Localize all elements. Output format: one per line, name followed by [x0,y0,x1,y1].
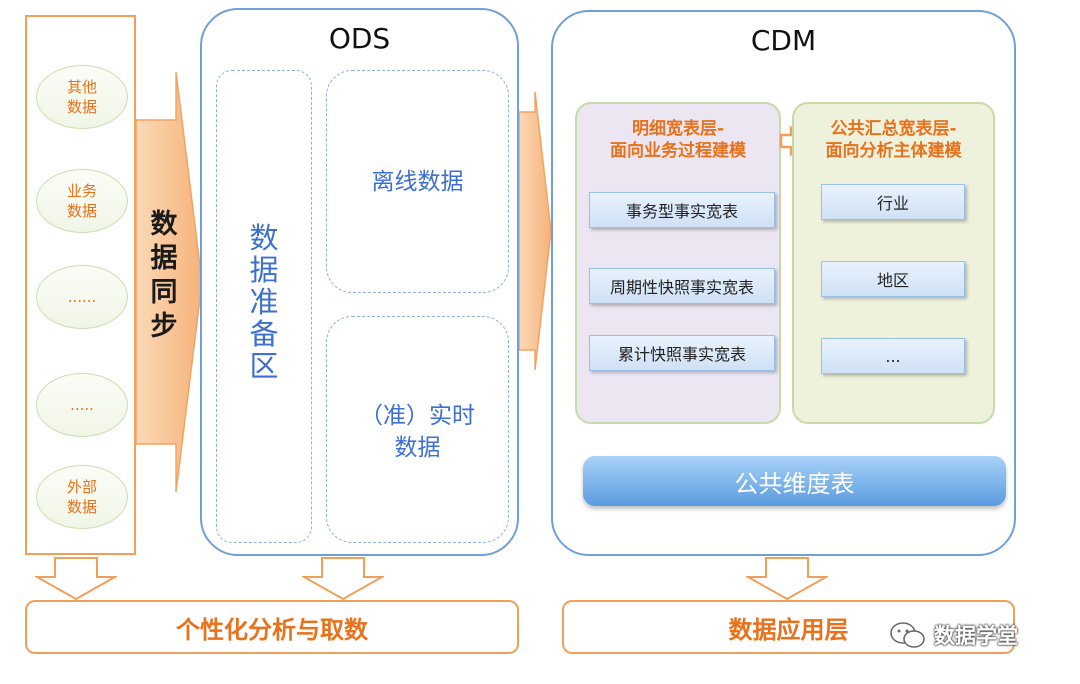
data-application-layer-box: 数据应用层 [562,600,1015,654]
detail-layer-title: 明细宽表层- 面向业务过程建模 [610,119,746,161]
sync-arrow-icon [135,72,203,492]
accumulating-snapshot-fact-table: 累计快照事实宽表 [589,335,775,371]
down-arrow-icon [746,557,828,601]
wechat-icon [890,622,925,648]
source-placeholder-1: ...... [36,265,128,329]
ods-to-cdm-arrow-icon [519,92,552,370]
source-other-data: 其他 数据 [36,65,128,129]
data-prep-zone [216,70,312,543]
industry-table: 行业 [821,184,965,220]
common-dimension-table: 公共维度表 [583,456,1006,506]
down-arrow-icon [302,557,384,601]
ods-title: ODS [328,22,391,55]
realtime-data-zone [326,316,509,543]
periodic-snapshot-fact-table: 周期性快照事实宽表 [589,268,775,304]
data-prep-zone-label: 数据准备区 [249,221,279,383]
down-arrow-icon [35,557,117,601]
more-tables-placeholder: ... [821,338,965,374]
source-business-data: 业务 数据 [36,169,128,233]
watermark-text: 数据学堂 [934,624,1018,648]
ods-container [200,8,519,556]
offline-data-zone [326,70,509,293]
data-source-column: 其他 数据 业务 数据 ...... ..... 外部 数据 [25,15,136,555]
summary-wide-table-layer: 公共汇总宽表层- 面向分析主体建模 行业 地区 ... [792,102,995,424]
region-table: 地区 [821,261,965,297]
data-sync-label: 数据同步 [150,209,178,342]
source-external-data: 外部 数据 [36,465,128,529]
summary-layer-title: 公共汇总宽表层- 面向分析主体建模 [825,119,962,161]
transaction-fact-table: 事务型事实宽表 [589,192,775,228]
detail-wide-table-layer: 明细宽表层- 面向业务过程建模 事务型事实宽表 周期性快照事实宽表 累计快照事实… [575,102,781,424]
watermark: 数据学堂 [888,620,1058,650]
cdm-title: CDM [750,24,817,57]
offline-data-label: 离线数据 [371,169,464,195]
source-placeholder-2: ..... [36,373,128,437]
realtime-data-label: （准）实时 数据 [360,403,475,461]
personal-analysis-box: 个性化分析与取数 [25,600,519,654]
